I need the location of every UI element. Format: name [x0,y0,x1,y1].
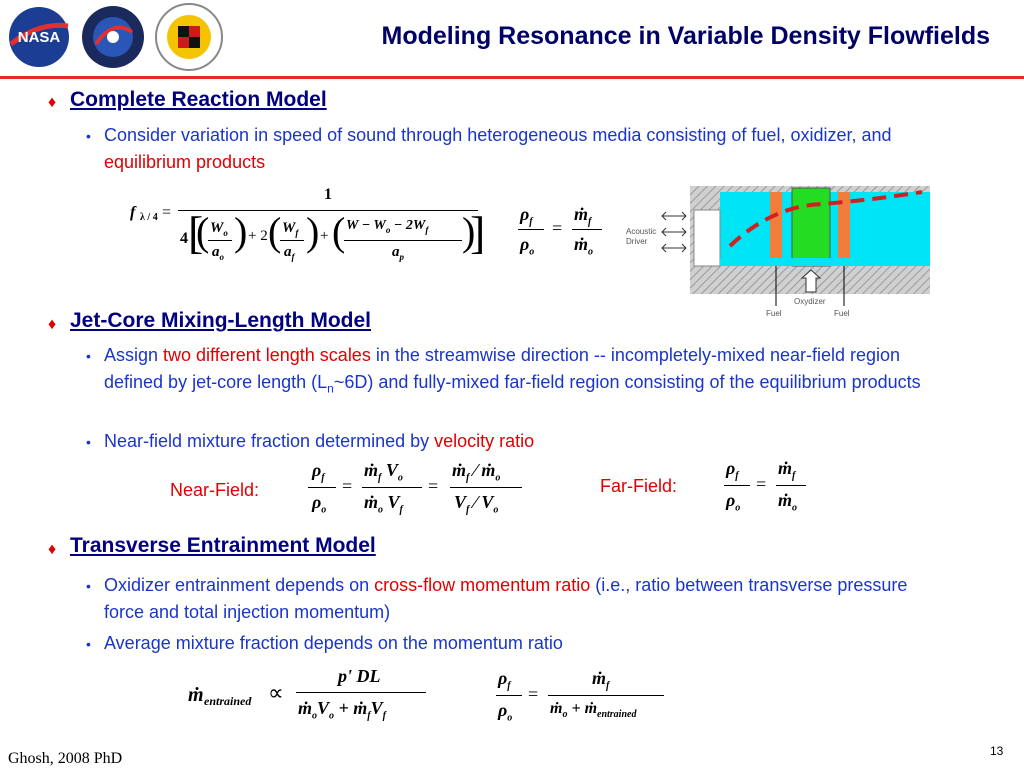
bullet-dot-icon: • [86,434,91,450]
footer-source: Ghosh, 2008 PhD [8,750,123,767]
section-heading-jetcore: Jet-Core Mixing-Length Model [70,309,371,332]
bullet-dot-icon: • [86,348,91,364]
bullet-dot-icon: • [86,128,91,144]
bullet-dot-icon: • [86,636,91,652]
page-number: 13 [990,744,1004,758]
university-of-maryland-seal [155,3,223,71]
section-heading-entrainment: Transverse Entrainment Model [70,534,376,557]
fuel-left-label: Fuel [766,309,782,318]
near-field-label: Near-Field: [170,480,260,500]
equation-entrainment: ṁ entrained ∝ p' DL ṁoVo + ṁfVf [188,664,438,730]
equation-mixture-fraction: ρf ρo = ṁf ṁo + ṁentrained [496,668,676,730]
bullet-text: Assign two different length scales in th… [104,345,921,396]
page-title: Modeling Resonance in Variable Density F… [381,22,990,50]
equation-frequency: f λ / 4 = 1 4 [ ( Wo ao ) + 2 ( Wf af ) … [130,186,486,262]
svg-text:NASA: NASA [18,29,61,46]
exploration-logo [82,6,144,68]
acoustic-driver-label: Acoustic [626,227,656,236]
combustor-diagram: Acoustic Driver Oxydizer Fuel Fuel [626,186,930,318]
diamond-bullet-icon: ♦ [48,541,57,558]
title-divider [0,76,1024,79]
logo-group: NASA [0,0,240,76]
equation-far-field: ρf ρo = ṁf ṁo [724,458,814,518]
bullet-text: Oxidizer entrainment depends on cross-fl… [104,575,908,622]
diamond-bullet-icon: ♦ [48,316,57,333]
fuel-right-label: Fuel [834,309,850,318]
far-field-label: Far-Field: [600,476,678,496]
bullet-text: Average mixture fraction depends on the … [104,633,563,653]
section-heading-reaction: Complete Reaction Model [70,88,327,111]
bullet-dot-icon: • [86,578,91,594]
svg-text:Driver: Driver [626,237,648,246]
equation-near-field: ρf ρo = ṁf Vo ṁo Vf = ṁf ⁄ ṁo Vf ⁄ Vo [308,460,528,524]
bullet-text: Near-field mixture fraction determined b… [104,431,535,451]
oxydizer-label: Oxydizer [794,297,826,306]
nasa-logo: NASA [9,7,69,67]
diamond-bullet-icon: ♦ [48,94,57,111]
equation-density-ratio: ρf ρo = ṁf ṁo [518,204,608,264]
bullet-text: Consider variation in speed of sound thr… [104,125,892,172]
